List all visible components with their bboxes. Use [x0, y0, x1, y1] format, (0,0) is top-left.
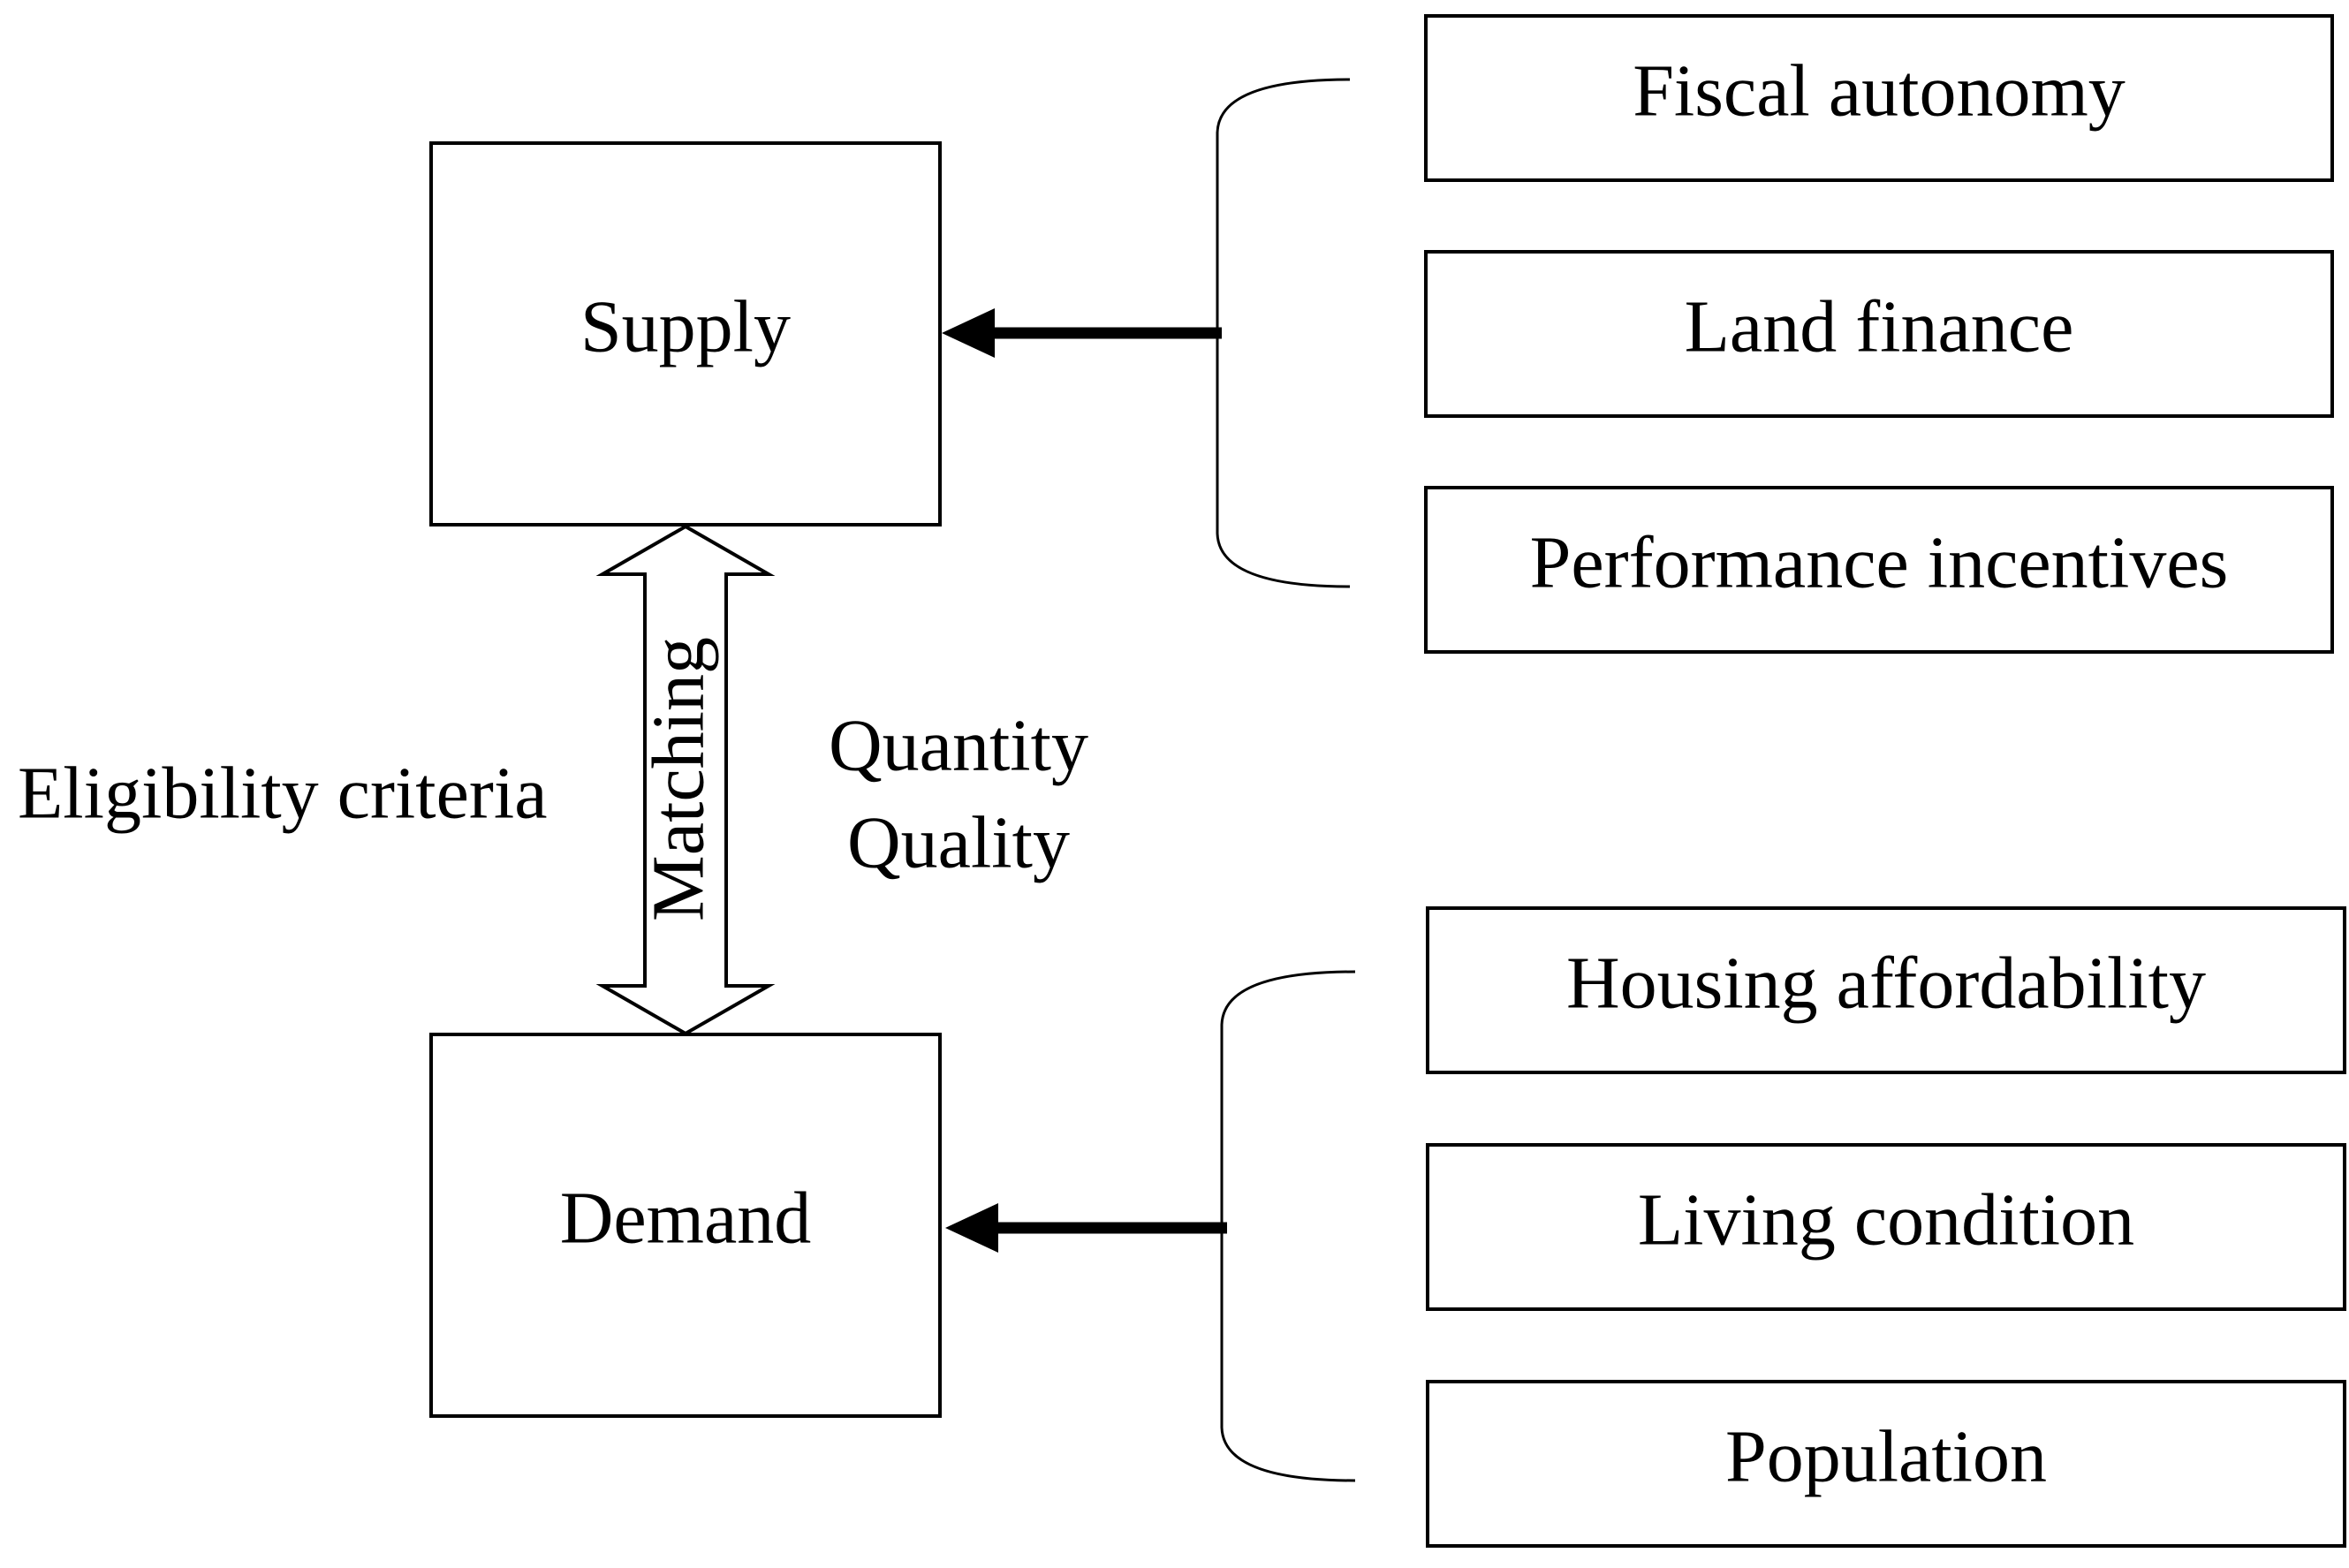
demand-factor-label: Living condition: [1638, 1178, 2134, 1261]
demand-factor-living-condition: Living condition: [1426, 1143, 2346, 1311]
demand-factor-label: Housing affordability: [1566, 942, 2206, 1024]
supply-influence-arrow: [942, 308, 1222, 358]
demand-label: Demand: [560, 1177, 812, 1259]
demand-node: Demand: [429, 1033, 942, 1418]
demand-factor-label: Population: [1725, 1415, 2047, 1497]
supply-factors-brace: [1216, 78, 1351, 588]
supply-factor-fiscal-autonomy: Fiscal autonomy: [1424, 14, 2334, 182]
supply-label: Supply: [580, 285, 791, 367]
supply-factor-performance-incentives: Performance incentives: [1424, 486, 2334, 654]
matching-double-arrow: [595, 524, 776, 1036]
quantity-label: Quantity: [829, 704, 1088, 786]
supply-factor-label: Performance incentives: [1530, 521, 2229, 603]
matching-label: Matching: [637, 637, 719, 921]
supply-factor-label: Fiscal autonomy: [1633, 49, 2125, 132]
demand-factors-brace: [1220, 970, 1356, 1482]
demand-factor-housing-affordability: Housing affordability: [1426, 906, 2346, 1074]
eligibility-criteria-label: Eligibility criteria: [18, 752, 547, 834]
demand-influence-arrow: [945, 1203, 1227, 1253]
supply-factor-label: Land finance: [1685, 285, 2074, 367]
demand-factor-population: Population: [1426, 1380, 2346, 1548]
supply-factor-land-finance: Land finance: [1424, 250, 2334, 418]
quality-label: Quality: [847, 801, 1070, 883]
supply-node: Supply: [429, 141, 942, 526]
